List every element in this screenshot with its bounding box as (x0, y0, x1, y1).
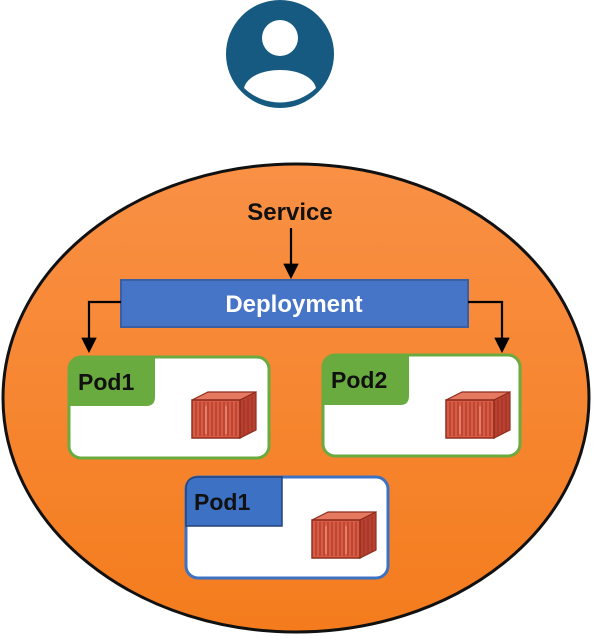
pod-card: Pod1 (67, 355, 271, 460)
shipping-container-icon (311, 511, 377, 559)
pod-label: Pod1 (194, 489, 250, 515)
service-label: Service (247, 199, 332, 226)
pod-card: Pod1 (184, 475, 390, 580)
deployment-label: Deployment (225, 291, 362, 318)
shipping-container-icon (445, 391, 511, 439)
deployment-to-pod2-arrow (468, 300, 510, 354)
pod-label: Pod2 (331, 367, 387, 393)
user-avatar-icon (226, 0, 334, 108)
pod-card: Pod2 (321, 353, 522, 458)
shipping-container-icon (191, 391, 257, 439)
deployment-to-pod1-arrow (81, 300, 121, 354)
pod-label: Pod1 (78, 369, 134, 395)
deployment-bar: Deployment (120, 279, 469, 328)
